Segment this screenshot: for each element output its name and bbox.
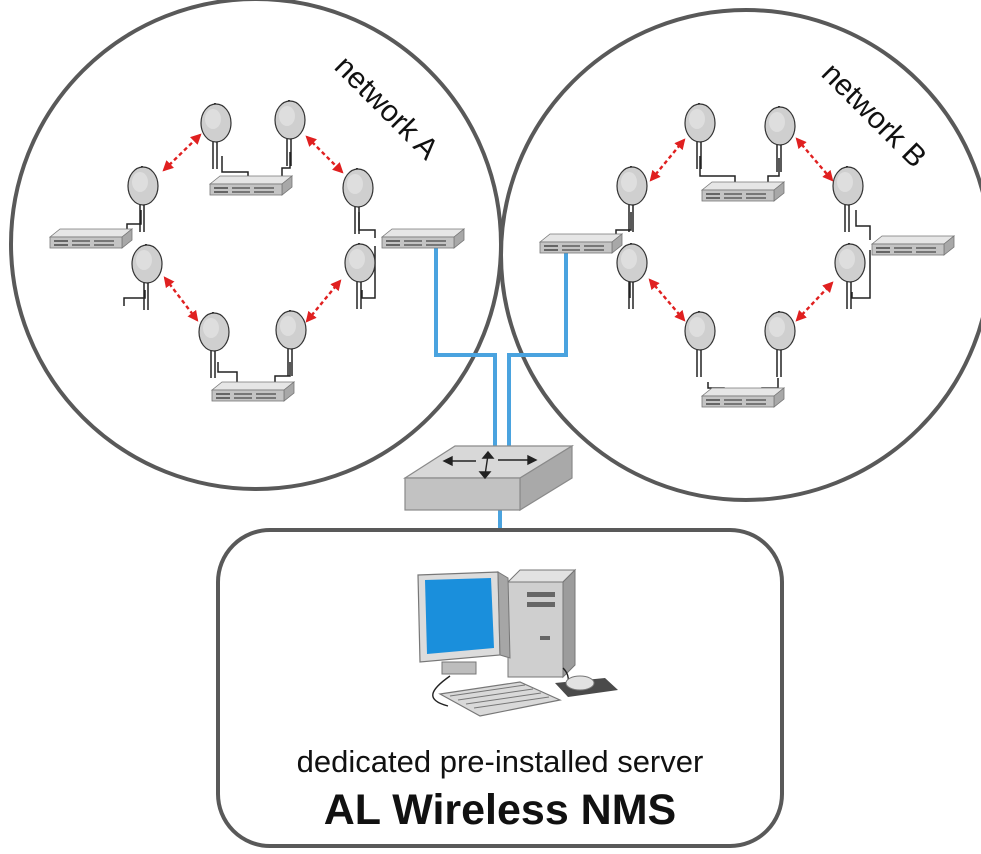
ethernet-switch-icon: [701, 181, 785, 202]
ethernet-switch-icon: [701, 387, 785, 408]
radio-node-icon: [344, 242, 376, 310]
wireless-link-arrow-icon: [162, 133, 202, 172]
network-b-label: network B: [815, 57, 933, 175]
network-b-boundary: [499, 8, 981, 502]
server-description: dedicated pre-installed server: [296, 744, 704, 779]
uplink-cables: [434, 248, 568, 530]
ethernet-switch-icon: [381, 228, 465, 249]
network-a-topology: [49, 99, 465, 402]
radio-node-icon: [832, 165, 864, 233]
radio-node-icon: [616, 165, 648, 233]
radio-node-icon: [200, 102, 232, 170]
wireless-link-arrow-icon: [305, 135, 344, 174]
radio-node-icon: [342, 167, 374, 235]
radio-node-icon: [684, 310, 716, 378]
ethernet-switch-icon: [209, 175, 293, 196]
wireless-link-arrow-icon: [649, 138, 686, 182]
core-switch-icon: [402, 444, 575, 512]
wireless-link-arrow-icon: [648, 278, 686, 322]
radio-node-icon: [131, 243, 163, 311]
ethernet-switch-icon: [539, 233, 623, 254]
wireless-link-arrow-icon: [795, 137, 834, 182]
radio-node-icon: [127, 165, 159, 233]
radio-node-icon: [834, 242, 866, 310]
radio-node-icon: [616, 242, 648, 310]
ethernet-switch-icon: [871, 235, 955, 256]
ethernet-switch-icon: [211, 381, 295, 402]
radio-node-icon: [275, 309, 307, 377]
radio-node-icon: [198, 311, 230, 379]
ethernet-switch-icon: [49, 228, 133, 249]
radio-node-icon: [764, 105, 796, 173]
wireless-link-arrow-icon: [305, 279, 342, 323]
network-b-topology: [539, 102, 955, 408]
server-pc-icon: [417, 568, 618, 717]
product-name: AL Wireless NMS: [323, 786, 677, 834]
wireless-link-arrow-icon: [163, 276, 199, 322]
radio-node-icon: [764, 310, 796, 378]
wireless-link-arrow-icon: [795, 281, 834, 322]
